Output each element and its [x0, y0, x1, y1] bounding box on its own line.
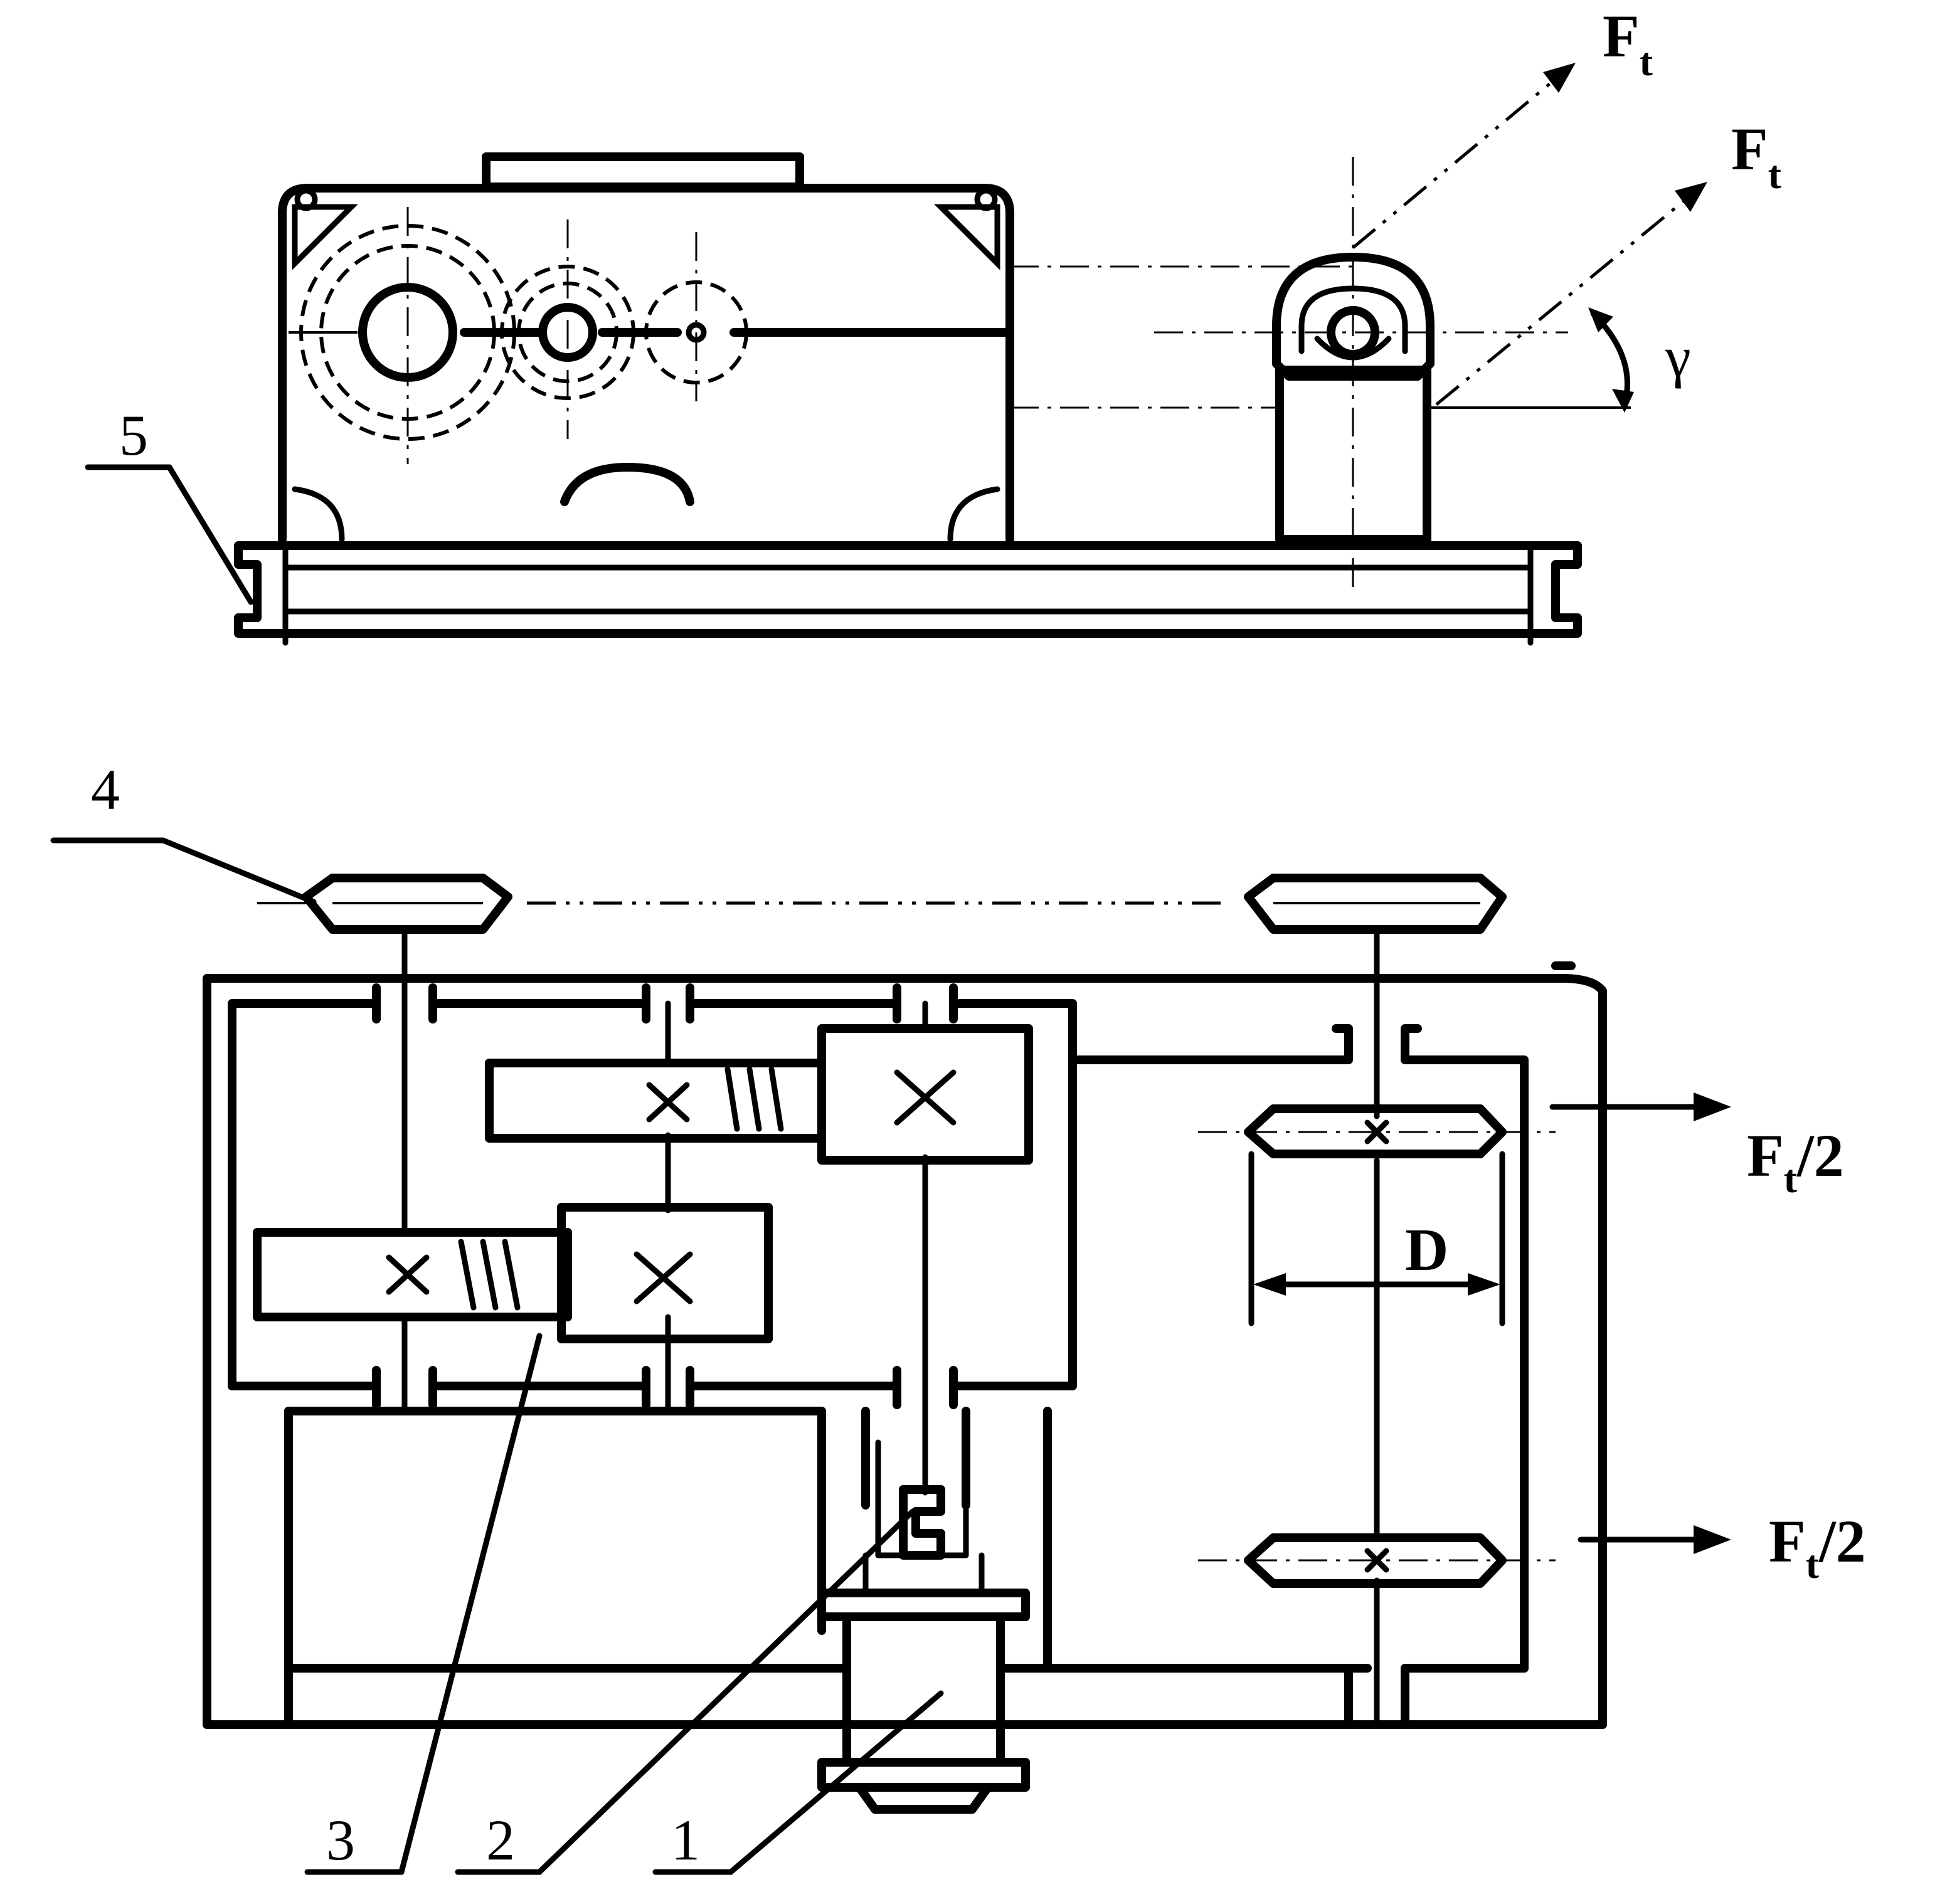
- bearing-cap: [1272, 253, 1435, 381]
- force-arrow-1: [1543, 63, 1576, 93]
- inspection-cover: [482, 152, 804, 191]
- part-label-2: 2: [486, 1808, 515, 1872]
- pinion-stage1: [253, 1228, 572, 1321]
- motor-fan-cap: [855, 1783, 992, 1814]
- force-half-label-1: Ft/2: [1747, 1122, 1844, 1201]
- force-label-2: Ft: [1731, 115, 1782, 197]
- housing-outer: [203, 974, 1607, 1729]
- force-line-1: [1352, 80, 1554, 249]
- coupling: [899, 1485, 945, 1560]
- oil-drain-boss: [560, 463, 694, 506]
- force-label-1: Ft: [1603, 3, 1653, 84]
- gamma-label: γ: [1665, 325, 1691, 389]
- force-line-2: [1435, 199, 1685, 406]
- foot-right: [947, 486, 1000, 542]
- corner-rib-left: [292, 204, 358, 270]
- gear-stage2: [817, 1024, 1033, 1165]
- plan-view: [50, 837, 1731, 1875]
- seal-left: [1332, 1024, 1353, 1064]
- sprocket-right: [1244, 874, 1507, 934]
- seal-right: [1401, 1024, 1422, 1064]
- electric-motor: [842, 1612, 1005, 1767]
- lifting-lug-right: [974, 188, 998, 211]
- part-label-5: 5: [119, 403, 148, 467]
- force-half-label-2: Ft/2: [1769, 1508, 1866, 1587]
- leader-5: [166, 464, 254, 605]
- part-label-3: 3: [326, 1808, 355, 1872]
- force-arrow-2: [1675, 182, 1707, 212]
- leader-3: [398, 1333, 543, 1875]
- sprocket-left: [302, 874, 512, 934]
- part-label-4: 4: [91, 758, 120, 822]
- base-frame: [234, 541, 1582, 638]
- part-label-1: 1: [671, 1808, 700, 1872]
- lifting-lug-left: [294, 188, 318, 211]
- leader-1: [728, 1690, 944, 1875]
- leader-2: [536, 1508, 916, 1875]
- corner-rib-right: [934, 204, 1000, 270]
- gearbox-housing: [278, 184, 1014, 544]
- diameter-label: D: [1405, 1216, 1448, 1283]
- foot-left: [292, 486, 345, 542]
- leader-4: [160, 837, 317, 905]
- gear-stage1: [557, 1203, 773, 1343]
- side-view: [85, 63, 1707, 646]
